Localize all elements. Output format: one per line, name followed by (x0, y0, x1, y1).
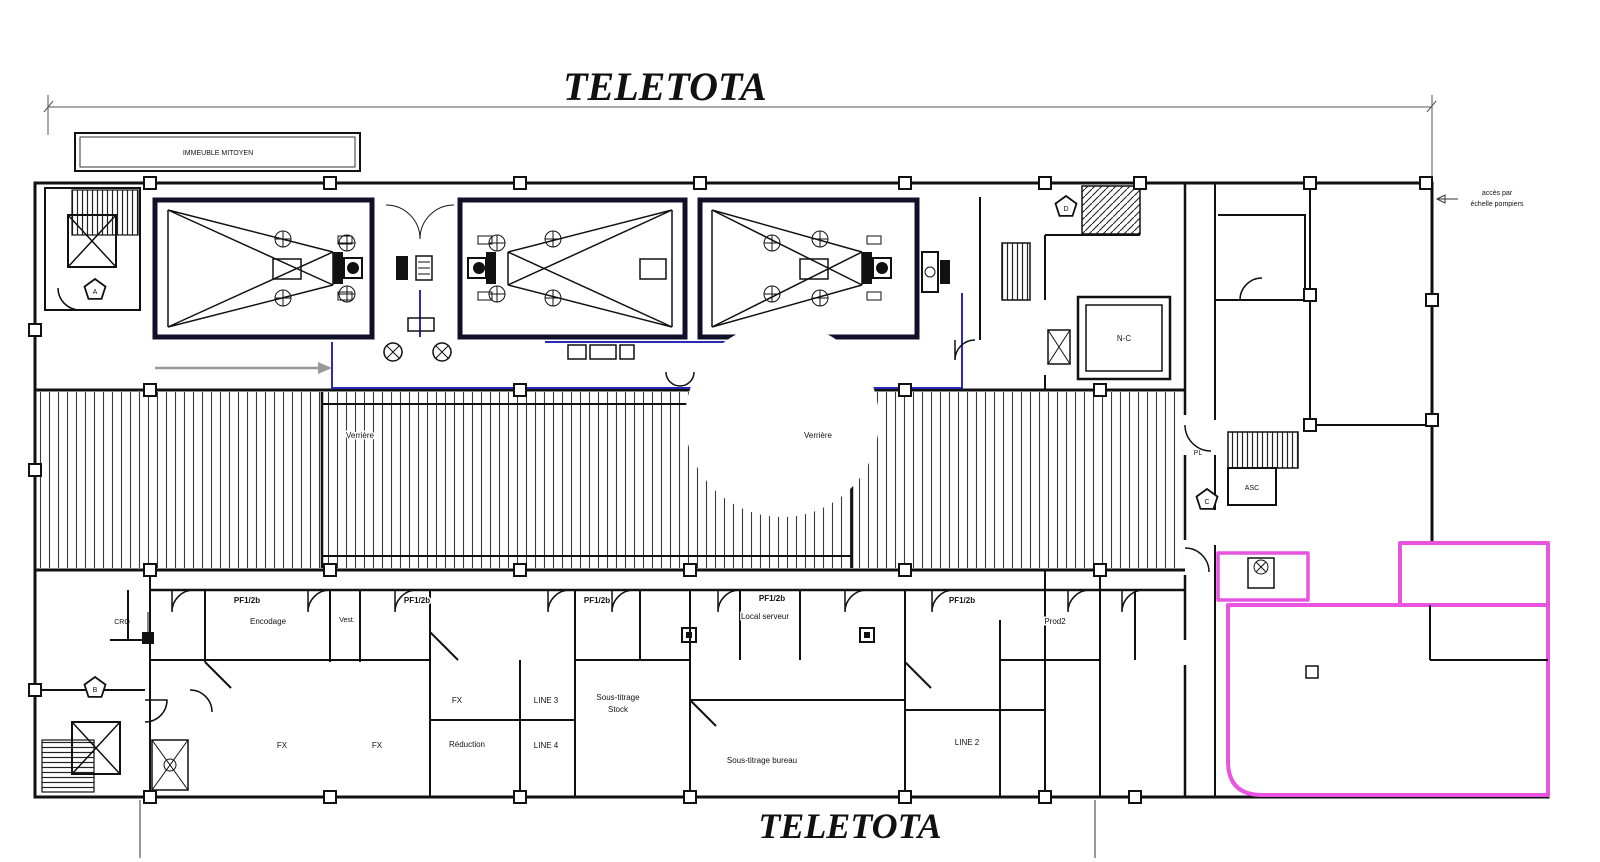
svg-text:D: D (1063, 206, 1068, 213)
room-fx-label-c: FX (372, 741, 383, 750)
room-cro-label: CRO (114, 619, 130, 626)
svg-text:B: B (93, 687, 98, 694)
watermark-blank-area (685, 323, 879, 517)
adjacent-building: IMMEUBLE MITOYEN (74, 132, 361, 172)
speaker-symbols-studio-3 (763, 230, 829, 307)
pentagon-marker-b: B (83, 675, 107, 698)
room-encodage-label: Encodage (250, 617, 287, 626)
fire-access-line1: accès par (1482, 190, 1513, 197)
reference-lines (139, 800, 1096, 858)
glass-roof (35, 388, 1185, 572)
room-st-stock-label-1: Sous-titrage (596, 693, 640, 702)
room-pl-label: PL (1194, 450, 1203, 457)
room-pf-label-3: PF1/2b (584, 596, 610, 605)
room-fx-label-a: FX (452, 696, 463, 705)
elevator-top-left-icon (67, 214, 117, 268)
room-asc-label: ASC (1245, 485, 1259, 492)
round-table-icons (383, 342, 452, 362)
room-line2-label: LINE 2 (955, 738, 980, 747)
studio-2 (457, 197, 688, 340)
pentagon-marker-d: D (1054, 194, 1078, 217)
room-prod2-label: Prod2 (1044, 617, 1066, 626)
stairwell-top-left (44, 187, 141, 311)
fan-equipment-icon (1247, 557, 1275, 589)
svg-text:A: A (93, 289, 98, 296)
studio-1 (152, 197, 375, 340)
stairwell-bottom-left (41, 689, 213, 793)
building-title-top: TELETOTA (563, 64, 767, 109)
pentagon-marker-a: A (83, 277, 107, 300)
room-pf-label-5: PF1/2b (949, 596, 975, 605)
right-wing: ASC PL (1183, 183, 1432, 797)
room-fx-label-b: FX (277, 741, 288, 750)
pilaster-columns (28, 176, 1439, 804)
evacuation-markers: A B C D (83, 194, 1219, 698)
speaker-symbols-studio-1 (274, 230, 356, 307)
speaker-symbols-studio-2 (488, 230, 562, 307)
highlight-room-top-right (1398, 541, 1550, 607)
room-st-stock-label-2: Stock (608, 705, 629, 714)
room-line3-label: LINE 3 (534, 696, 559, 705)
room-reduction-label: Réduction (449, 740, 485, 749)
highlight-room-small (1216, 551, 1310, 602)
room-pf-label-4: PF1/2b (759, 594, 785, 603)
corridor-route (155, 290, 976, 389)
camera-equipment-studio-2 (467, 235, 496, 301)
fire-access-note: accès par échelle pompiers (1435, 190, 1524, 208)
glass-roof-label-right: Verrière (804, 431, 833, 440)
small-elevator-icon (1047, 329, 1071, 365)
corridor-equipment (567, 344, 635, 360)
room-cro: CRO (110, 590, 154, 644)
stair-top-middle-right (1044, 185, 1141, 390)
pentagon-marker-c: C (1195, 487, 1219, 510)
svg-text:C: C (1204, 499, 1209, 506)
highlighted-rooms (1216, 541, 1550, 797)
studio-vestibule (385, 204, 455, 281)
console-equipment (396, 256, 408, 280)
stair-right-asc: ASC PL (1194, 431, 1299, 506)
door-arcs (171, 589, 1145, 613)
adjacent-building-label: IMMEUBLE MITOYEN (183, 150, 253, 157)
server-door-frames (681, 627, 875, 643)
highlight-room-large (1226, 603, 1550, 797)
studio-3 (697, 197, 920, 340)
equipment-rack-right-of-studio-3 (921, 197, 1031, 340)
bottom-band-walls (35, 570, 1185, 798)
room-nc-label: N-C (1117, 334, 1131, 343)
room-st-bureau-label: Sous-titrage bureau (727, 756, 797, 765)
direction-arrow (155, 362, 332, 374)
camera-equipment-studio-1 (333, 235, 363, 301)
fire-access-line2: échelle pompiers (1471, 201, 1524, 208)
room-pf-label-1: PF1/2b (234, 596, 260, 605)
room-labels: PF1/2b PF1/2b PF1/2b PF1/2b PF1/2b Encod… (232, 593, 1067, 767)
room-nc: N-C (1047, 295, 1172, 381)
building-title-bottom: TELETOTA (758, 806, 941, 846)
room-pf-label-2: PF1/2b (404, 596, 430, 605)
hoist-icon (151, 739, 189, 791)
elevator-bottom-left-icon (71, 721, 121, 775)
room-local-serveur-label: Local serveur (741, 612, 789, 621)
room-line4-label: LINE 4 (534, 741, 559, 750)
glass-roof-label-left: Verrière (346, 431, 375, 440)
dimension-line-top (43, 95, 1437, 183)
room-vest-label: Vest. (339, 617, 355, 624)
ladder-rack-icon (1001, 242, 1031, 301)
camera-equipment-studio-3 (862, 235, 892, 301)
